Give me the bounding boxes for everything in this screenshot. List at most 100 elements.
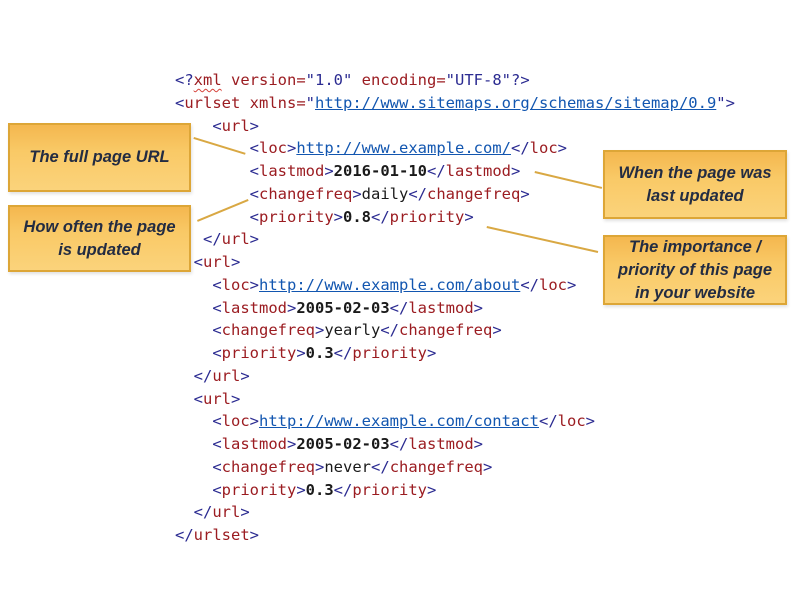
code-token: > (473, 298, 484, 317)
code-line: <urlset xmlns= "http://www.sitemaps.org/s… (175, 92, 735, 115)
code-token: lastmod (445, 162, 511, 180)
code-token (175, 435, 212, 453)
code-token: url (212, 366, 241, 385)
code-token: > (315, 321, 325, 340)
code-token: </ (193, 503, 213, 522)
code-token: lastmod (221, 298, 287, 317)
code-line: <loc>http://www.example.com/about</loc> (175, 274, 735, 297)
code-token: </ (371, 207, 390, 226)
code-token: > (464, 207, 474, 226)
code-token: url (203, 253, 232, 271)
code-line: </url> (175, 501, 735, 524)
code-token: </ (380, 321, 400, 340)
url-hyperlink[interactable]: http://www.sitemaps.org/schemas/sitemap/… (315, 93, 717, 112)
code-token (175, 503, 194, 521)
callout-change-frequency-label: How often the page is updated (23, 217, 176, 259)
code-token: loc (529, 139, 558, 158)
code-token: > (249, 412, 260, 431)
code-line: <lastmod>2016-01-10</lastmod> (175, 160, 735, 183)
code-token (175, 344, 212, 362)
code-token: loc (538, 275, 567, 294)
code-token: > (492, 321, 502, 340)
url-hyperlink[interactable]: http://www.example.com/ (296, 139, 511, 158)
code-token: loc (557, 412, 586, 431)
code-token: </ (510, 139, 530, 158)
code-token: > (483, 457, 493, 476)
code-line: <priority>0.3</priority> (175, 342, 735, 365)
code-token: " (716, 93, 726, 112)
code-token: </ (427, 162, 446, 180)
code-token: lastmod (221, 435, 287, 453)
code-token: > (585, 412, 595, 431)
code-line: <lastmod>2005-02-03</lastmod> (175, 433, 735, 456)
code-token: changefreq (221, 457, 315, 476)
code-token: < (249, 184, 259, 203)
code-token: </ (389, 435, 409, 453)
code-line: <loc>http://www.example.com/</loc> (175, 137, 735, 160)
code-token: > (240, 503, 250, 522)
code-line: <url> (175, 251, 735, 274)
code-token: priority (259, 207, 334, 226)
code-line: <url> (175, 388, 735, 411)
code-token: changefreq (389, 457, 484, 476)
code-token: changefreq (427, 184, 521, 203)
code-token: < (212, 116, 222, 135)
code-token: "UTF-8" (445, 71, 511, 89)
callout-last-updated-label: When the page was last updated (618, 163, 772, 205)
code-token: daily (361, 184, 409, 203)
code-token: "1.0" (305, 71, 353, 89)
callout-priority-label: The importance / priority of this page i… (617, 237, 772, 302)
code-token: loc (259, 139, 287, 158)
callout-change-frequency: How often the page is updated (8, 205, 191, 272)
code-line: <lastmod>2005-02-03</lastmod> (175, 297, 735, 320)
code-token: < (212, 480, 222, 499)
code-token: < (193, 253, 204, 271)
code-token: url (221, 230, 250, 249)
code-token: changefreq (221, 321, 315, 340)
code-token: > (427, 344, 437, 362)
code-token: > (296, 344, 306, 362)
code-token: urlset (193, 526, 250, 544)
code-token: > (231, 253, 241, 271)
code-token: < (212, 275, 222, 294)
code-token: > (333, 207, 343, 226)
code-token (175, 367, 194, 385)
code-token: loc (221, 412, 250, 431)
code-token: xml (193, 71, 222, 89)
url-hyperlink[interactable]: http://www.example.com/contact (259, 412, 539, 431)
code-token: > (566, 275, 577, 294)
code-token: 2016-01-10 (333, 162, 427, 180)
code-token: < (193, 389, 204, 408)
code-token: > (473, 435, 484, 453)
code-line: </urlset> (175, 524, 735, 547)
code-token: yearly (324, 321, 381, 340)
code-token: > (249, 275, 260, 294)
code-token: urlset xmlns= (184, 93, 306, 112)
code-token: </ (193, 366, 213, 385)
code-token: < (175, 93, 185, 112)
url-hyperlink[interactable]: http://www.example.com/about (259, 275, 521, 294)
code-token: < (212, 321, 222, 340)
code-token: url (212, 503, 241, 522)
code-token: > (249, 526, 260, 544)
code-token: </ (175, 526, 194, 544)
callout-priority: The importance / priority of this page i… (603, 235, 787, 305)
code-token: > (287, 139, 297, 158)
code-line: <changefreq>daily</changefreq> (175, 183, 735, 206)
code-token: > (296, 480, 306, 499)
code-token: > (287, 298, 297, 317)
code-token: </ (538, 412, 558, 431)
code-line: <priority>0.8</priority> (175, 206, 735, 229)
code-token: > (240, 366, 250, 385)
code-token: never (324, 457, 372, 476)
code-token: < (249, 207, 259, 226)
code-token: url (221, 116, 250, 135)
code-token: </ (520, 275, 539, 294)
code-line: <?xml version="1.0" encoding="UTF-8"?> (175, 69, 735, 92)
code-token: > (324, 162, 334, 180)
code-token (175, 299, 212, 317)
code-token: 2005-02-03 (296, 435, 390, 453)
code-token: priority (352, 344, 427, 362)
code-line: <url> (175, 115, 735, 138)
callout-last-updated: When the page was last updated (603, 150, 787, 219)
